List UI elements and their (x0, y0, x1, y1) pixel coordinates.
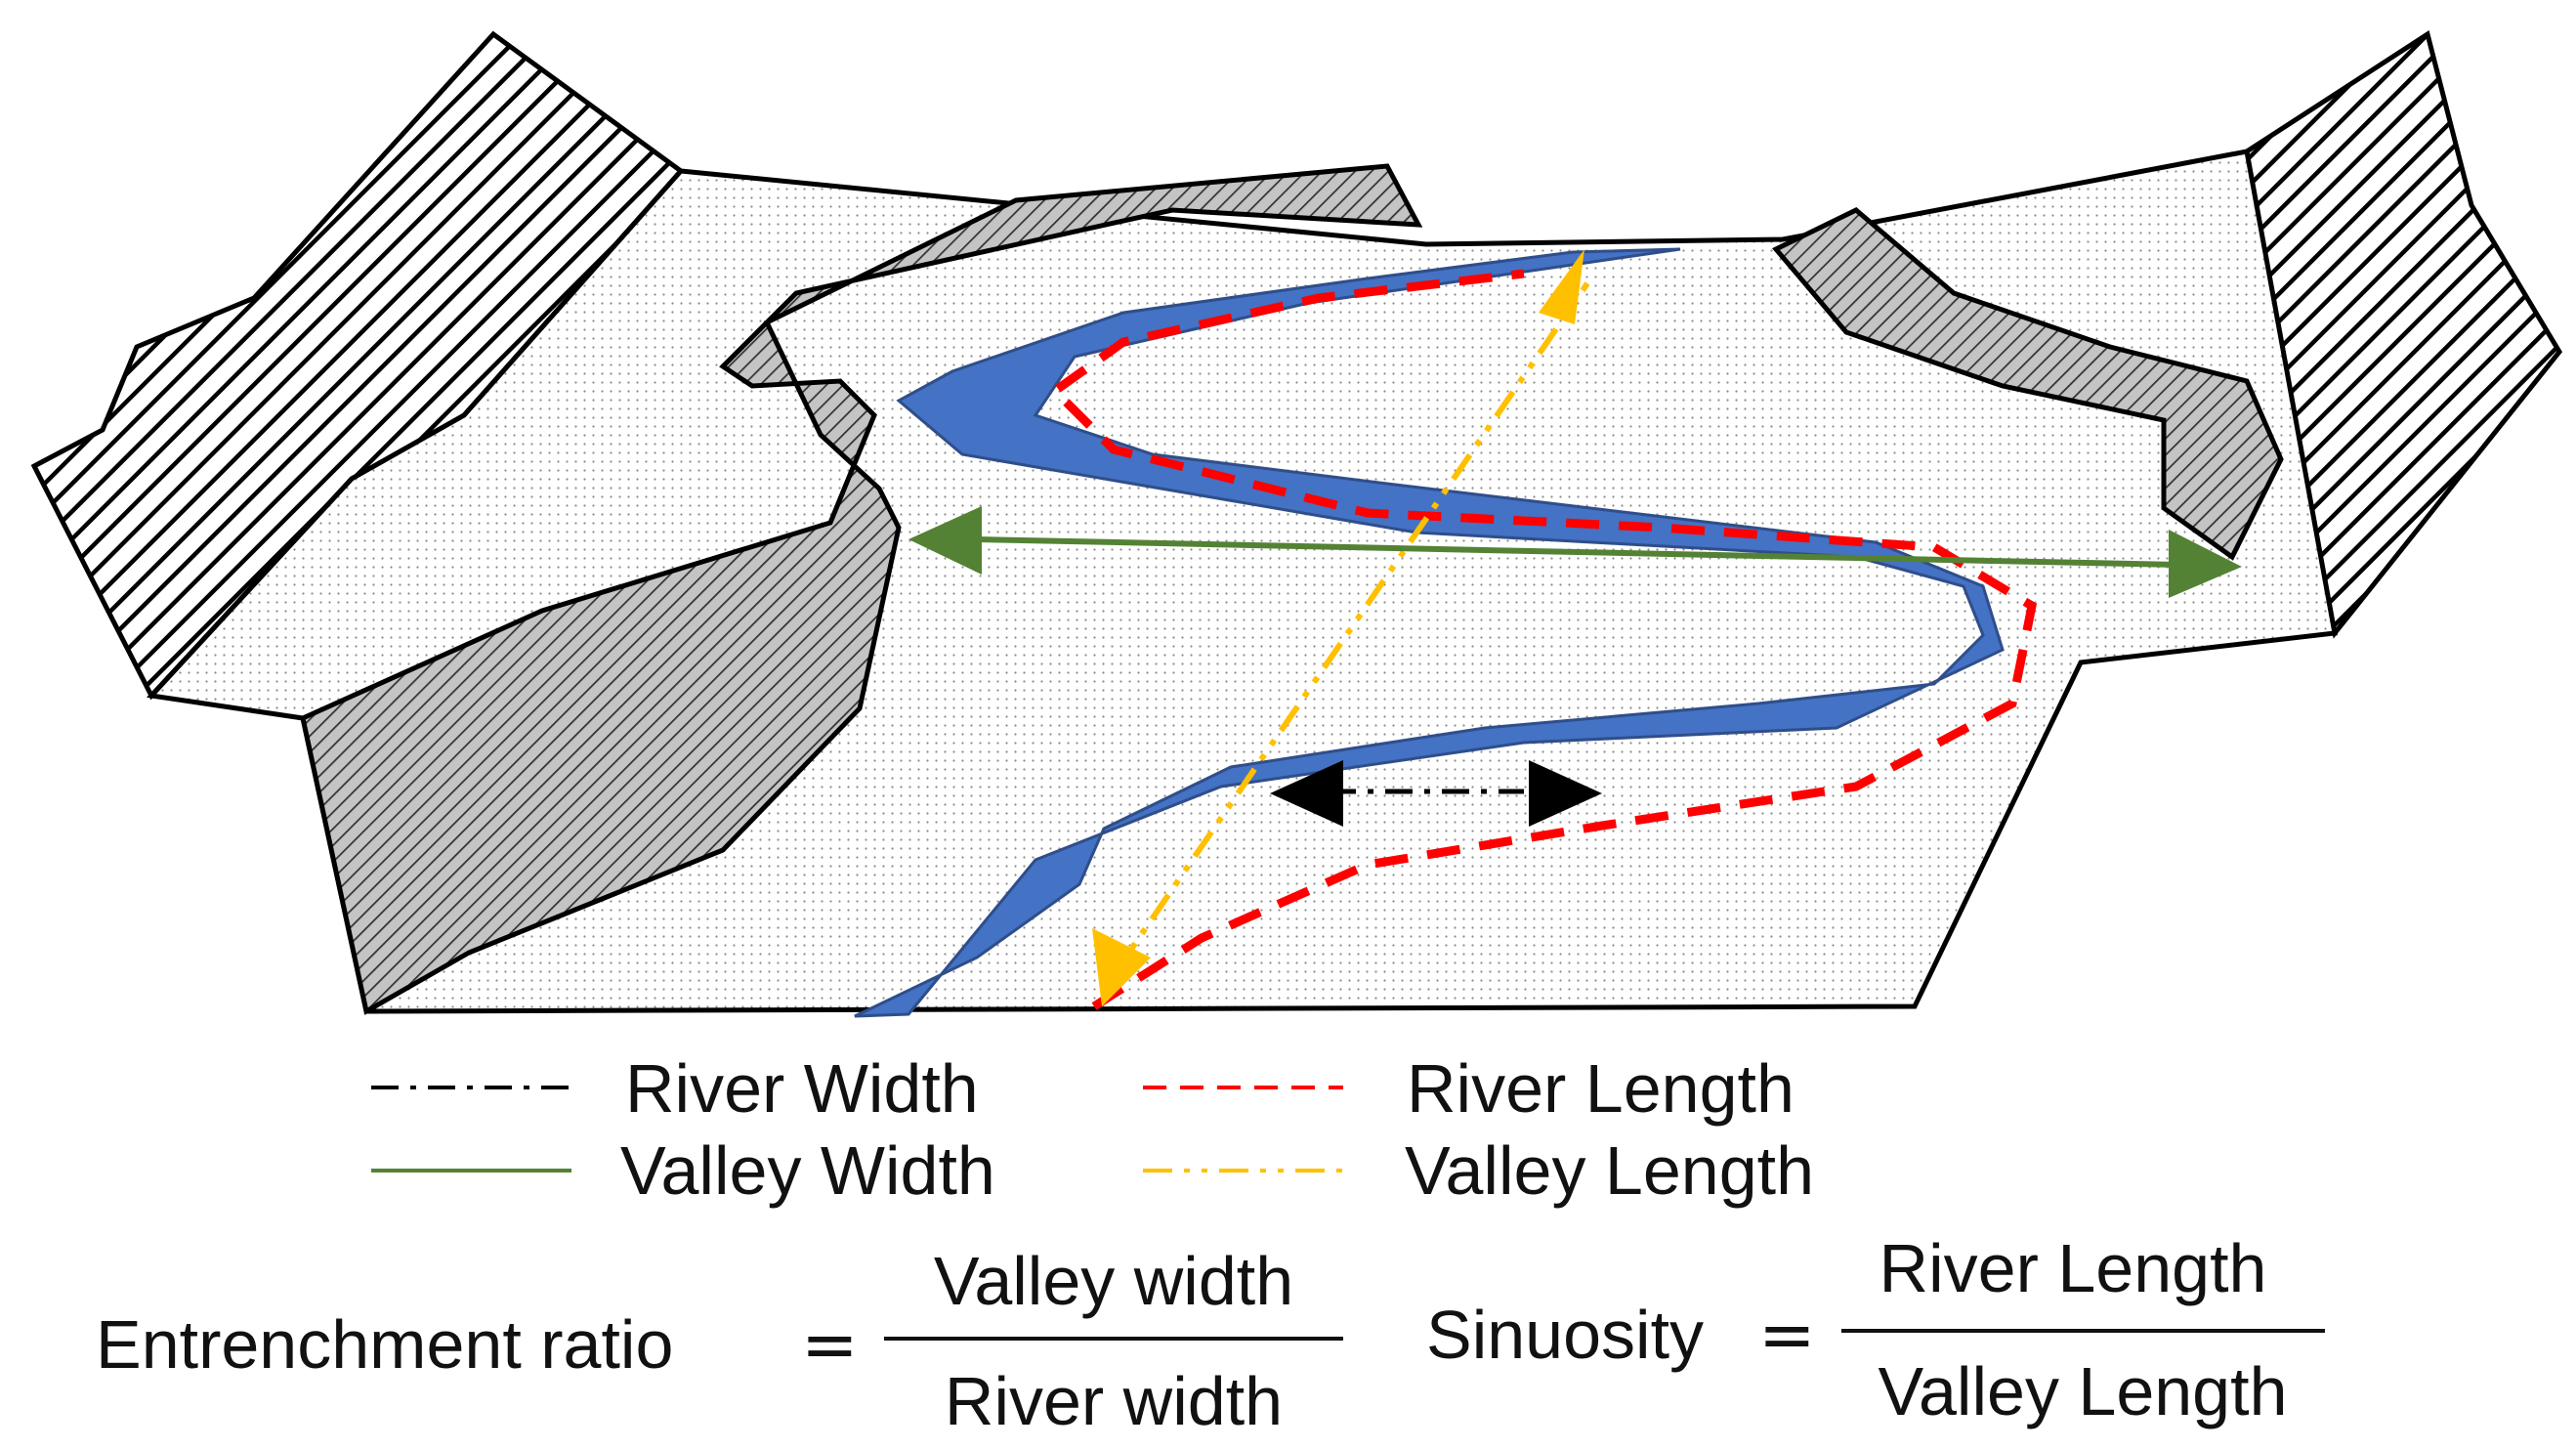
left-terrace-bank (300, 163, 1423, 1015)
legend: River Width Valley Width River Length Va… (371, 1050, 1814, 1209)
entrenchment-denominator: River width (945, 1363, 1283, 1439)
entrenchment-ratio-formula: Entrenchment ratio = Valley width River … (96, 1243, 1343, 1439)
legend-river-width-label: River Width (625, 1050, 979, 1127)
sinuosity-denominator: Valley Length (1878, 1353, 2287, 1429)
entrenchment-ratio-label: Entrenchment ratio (96, 1306, 673, 1383)
valley-length-arrowhead-bottom (1092, 928, 1151, 1006)
legend-valley-width-label: Valley Width (620, 1132, 995, 1209)
valley-length-arrowhead-top (1539, 249, 1584, 324)
sinuosity-formula: Sinuosity = River Length Valley Length (1426, 1230, 2325, 1429)
valley-width-arrowhead-right (2169, 530, 2242, 598)
river-channel (854, 247, 2005, 1018)
valley-width-line (976, 536, 2179, 568)
valley-width-arrowhead-left (908, 506, 982, 575)
sinuosity-equals-sign: = (1758, 1295, 1816, 1375)
river-width-arrowhead-left (1270, 760, 1343, 827)
legend-valley-length-label: Valley Length (1405, 1132, 1814, 1209)
valley-length-line (1106, 281, 1590, 984)
river-length-line (1048, 269, 2038, 1010)
right-terrace-bank (1772, 207, 2284, 561)
entrenchment-equals-sign: = (801, 1304, 859, 1385)
river-width-arrowhead-right (1529, 760, 1602, 827)
sinuosity-label: Sinuosity (1426, 1297, 1704, 1373)
sinuosity-numerator: River Length (1879, 1230, 2267, 1306)
entrenchment-numerator: Valley width (934, 1243, 1293, 1319)
legend-river-length-label: River Length (1407, 1050, 1795, 1127)
